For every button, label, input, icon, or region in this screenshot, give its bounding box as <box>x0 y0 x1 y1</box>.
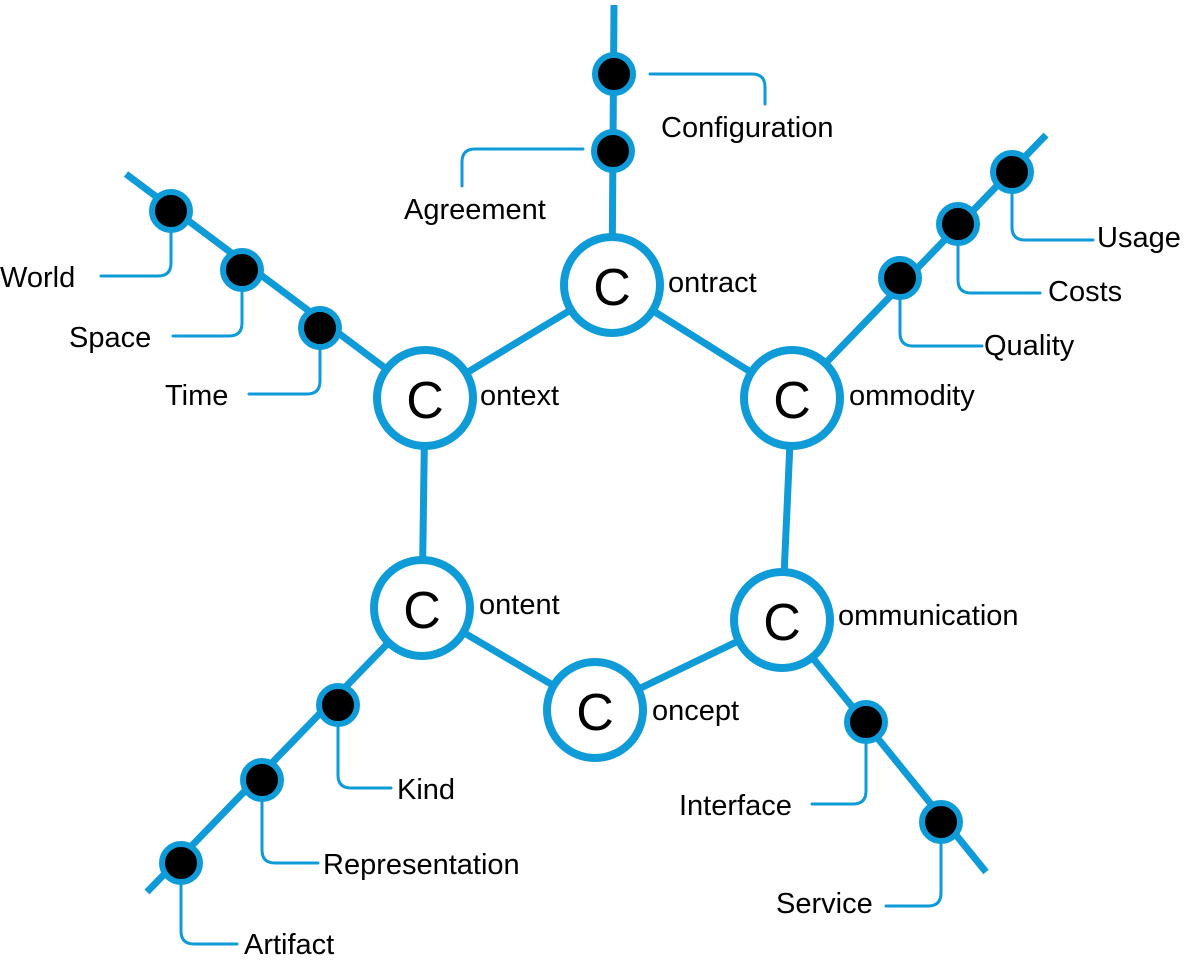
label-interface: Interface <box>679 790 792 822</box>
leader-service <box>884 820 943 908</box>
label-agreement: Agreement <box>404 194 546 226</box>
leader-kind <box>336 703 393 790</box>
leader-agreement <box>460 147 585 188</box>
hexagon-edges <box>418 281 796 714</box>
node-quality <box>878 256 922 300</box>
hub-commodity <box>740 346 844 450</box>
label-kind: Kind <box>397 774 455 806</box>
hub-circles <box>370 233 844 762</box>
label-time: Time <box>165 380 228 412</box>
label-configuration: Configuration <box>661 112 834 144</box>
hub-concept-letter: C <box>576 684 614 742</box>
hub-communication <box>730 568 834 672</box>
leader-world <box>99 210 173 278</box>
leader-costs <box>956 222 1042 295</box>
hub-contract-letter: C <box>593 259 631 317</box>
node-kind <box>316 683 360 727</box>
node-space <box>220 248 264 292</box>
hub-communication-suffix: ommunication <box>838 600 1019 632</box>
label-artifact: Artifact <box>244 929 334 961</box>
hub-context-suffix: ontext <box>480 380 559 412</box>
node-usage <box>990 150 1034 194</box>
hub-content-letter: C <box>403 582 441 640</box>
hub-concept-suffix: oncept <box>652 695 739 727</box>
node-interface <box>844 700 888 744</box>
leader-time <box>247 326 322 396</box>
node-costs <box>936 202 980 246</box>
hub-contract-suffix: ontract <box>668 267 757 299</box>
hub-contract <box>560 233 664 337</box>
leader-interface <box>810 720 868 806</box>
label-quality: Quality <box>984 330 1075 362</box>
leader-space <box>171 268 244 338</box>
node-configuration <box>592 52 636 96</box>
branch-nodes <box>149 52 1034 885</box>
node-service <box>919 800 963 844</box>
leader-artifact <box>179 861 239 946</box>
hub-communication-letter: C <box>763 594 801 652</box>
hub-content <box>370 556 474 660</box>
node-world <box>149 189 193 233</box>
label-costs: Costs <box>1048 276 1122 308</box>
leader-configuration <box>648 72 767 106</box>
hub-letters: C C C C C C <box>403 259 811 742</box>
hub-content-suffix: ontent <box>479 589 560 621</box>
leader-lines <box>99 72 1095 946</box>
node-agreement <box>591 129 635 173</box>
node-time <box>298 306 342 350</box>
hub-concept <box>543 658 647 762</box>
leader-quality <box>898 276 984 348</box>
branch-labels: Configuration Agreement World Space Time… <box>0 112 1181 961</box>
label-representation: Representation <box>323 849 520 881</box>
label-world: World <box>0 262 75 294</box>
leader-usage <box>1010 170 1095 242</box>
hub-commodity-suffix: ommodity <box>849 380 975 412</box>
hub-commodity-letter: C <box>773 372 811 430</box>
label-space: Space <box>69 322 151 354</box>
label-service: Service <box>776 888 873 920</box>
node-artifact <box>159 841 203 885</box>
hub-context-letter: C <box>406 372 444 430</box>
node-representation <box>240 758 284 802</box>
label-usage: Usage <box>1097 222 1181 254</box>
hub-context <box>373 346 477 450</box>
leader-representation <box>260 778 320 865</box>
hub-suffixes: ontract ontext ommodity ontent ommunicat… <box>479 267 1019 727</box>
